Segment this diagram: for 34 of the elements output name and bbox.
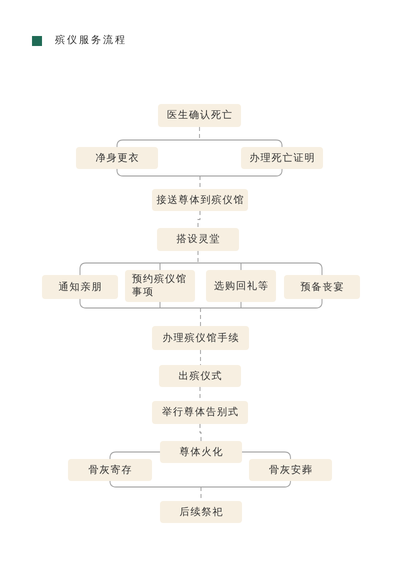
connector-line (160, 302, 201, 308)
step-box: 尊体火化 (160, 441, 242, 463)
connector-line (116, 140, 200, 148)
step-box: 预约殡仪馆事项 (125, 270, 195, 302)
connector-line (199, 126, 200, 140)
title: 殡仪服务流程 (55, 34, 127, 47)
connector-line (200, 298, 322, 308)
connector-line (110, 480, 202, 488)
step-box: 后续祭祀 (160, 501, 242, 523)
connector-line (110, 452, 160, 460)
step-box: 办理死亡证明 (241, 147, 323, 169)
step-box: 选购回礼等 (206, 270, 276, 302)
step-box: 预备丧宴 (284, 275, 360, 299)
step-box: 办理殡仪馆手续 (152, 326, 249, 350)
step-box: 医生确认死亡 (158, 104, 241, 127)
connector-line (198, 262, 322, 276)
step-box: 举行尊体告别式 (152, 401, 248, 424)
connector-line (160, 262, 198, 270)
connector-line (199, 140, 282, 148)
step-box: 通知亲朋 (42, 275, 118, 299)
step-box: 骨灰寄存 (68, 459, 152, 481)
connector-line (116, 168, 200, 176)
step-box: 出殡仪式 (159, 365, 241, 387)
step-box: 接送尊体到殡仪馆 (152, 189, 248, 211)
step-box: 净身更衣 (76, 147, 158, 169)
connector-line (200, 308, 201, 326)
connector-line (198, 210, 200, 228)
step-box: 骨灰安葬 (249, 459, 332, 481)
connector-line (200, 424, 202, 442)
connector-line (200, 168, 282, 176)
connector-line (242, 452, 291, 460)
step-box: 搭设灵堂 (157, 228, 239, 251)
connector-line (200, 480, 291, 488)
connector-line (200, 350, 201, 366)
